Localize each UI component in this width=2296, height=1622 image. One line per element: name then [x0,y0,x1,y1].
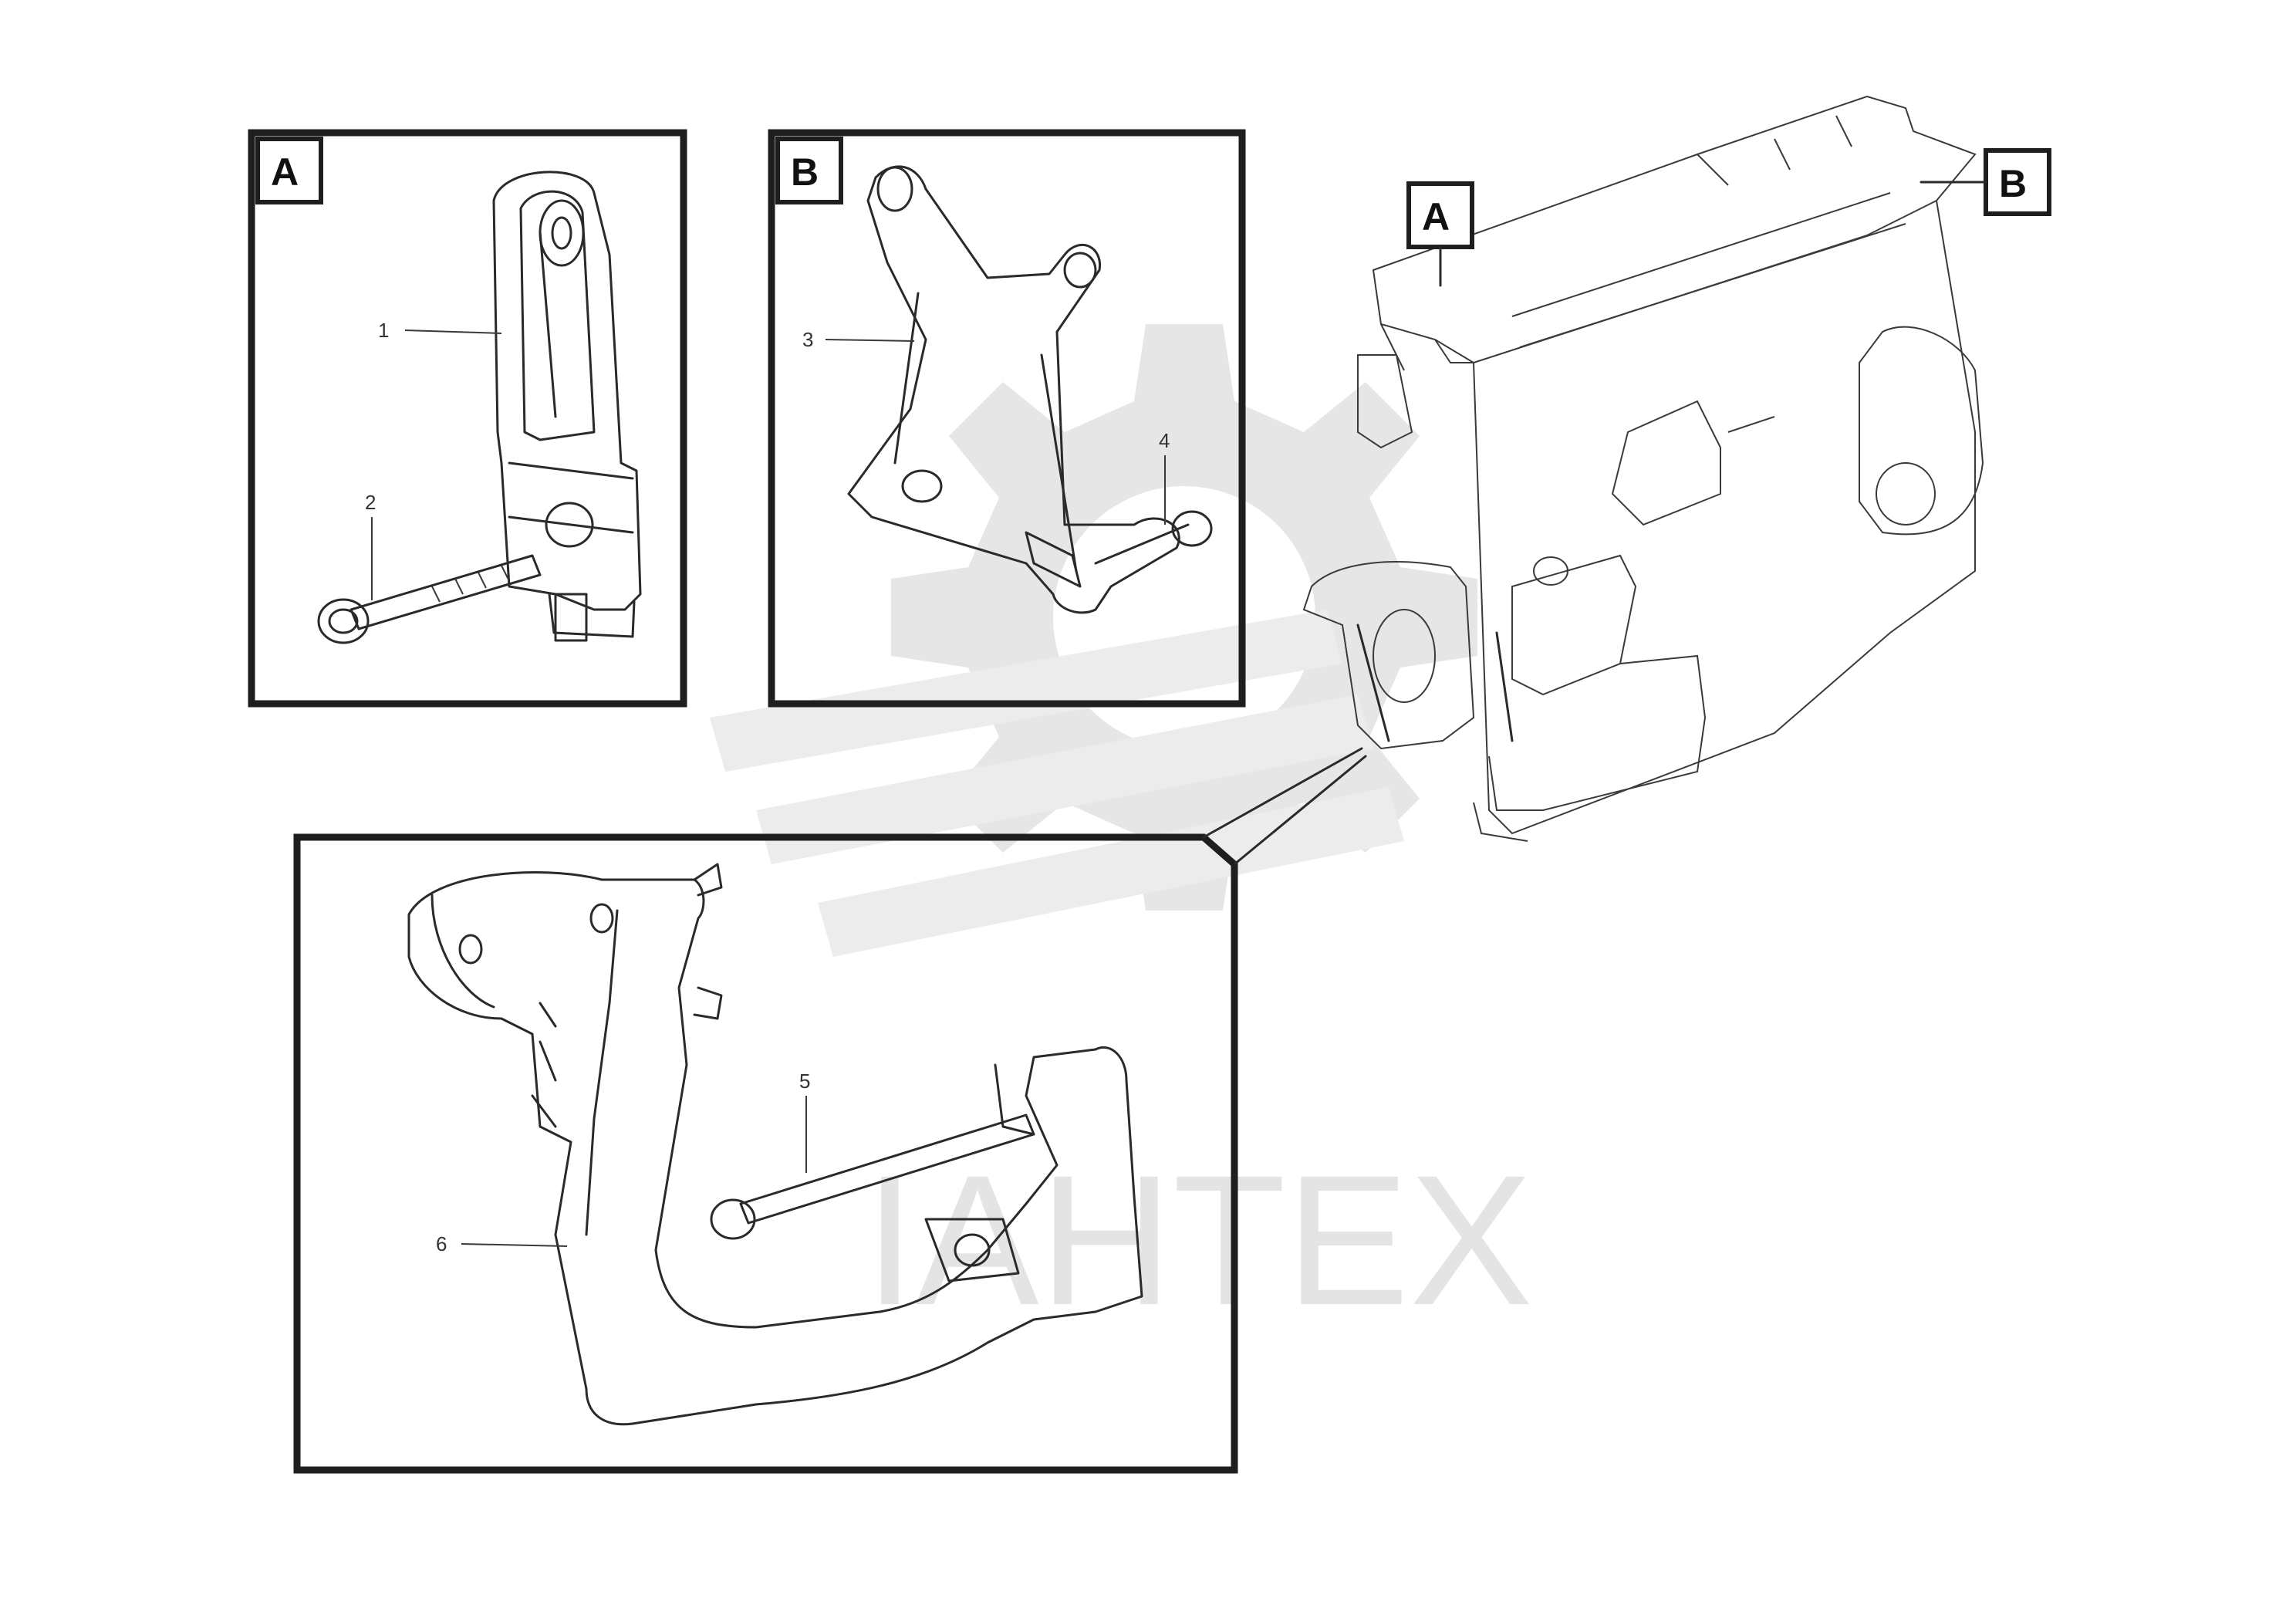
callout-1: 1 [378,319,502,342]
engine-illustration [1302,95,1984,842]
callout-2: 2 [365,491,376,600]
detail-b-tag: B [791,150,819,194]
engine-tag-b-box [1984,148,2051,216]
watermark: IAHTEX [710,324,1533,1343]
callout-2-label: 2 [365,491,376,514]
callout-3: 3 [802,328,915,351]
callout-5: 5 [799,1070,810,1173]
detail-panel-c: 5 6 [293,747,1367,1474]
detail-panel-a: A 1 2 [248,129,687,708]
callout-3-label: 3 [802,328,813,351]
detail-b-tag-box [775,137,843,204]
detail-a-tag-box [255,137,323,204]
callout-1-label: 1 [378,319,389,342]
connecting-rod-illustration [492,171,642,642]
callout-6: 6 [436,1232,568,1255]
detail-panel-b: B 3 4 [768,129,1246,708]
callout-4: 4 [1159,429,1170,525]
mount-bracket-illustration [407,863,1143,1426]
engine-assembly: A B [1302,95,2051,842]
long-bolt-illustration [710,1113,1035,1240]
engine-tag-b: B [1920,148,2051,216]
callout-4-label: 4 [1159,429,1170,452]
engine-tag-a-label: A [1422,195,1450,238]
engine-tag-a: A [1406,181,1474,287]
detail-a-tag: A [271,150,299,194]
callout-6-label: 6 [436,1232,447,1255]
engine-tag-b-label: B [1999,162,2027,205]
callout-5-label: 5 [799,1070,810,1093]
bracket-illustration [847,165,1213,614]
bolt-illustration [317,554,542,644]
watermark-text: IAHTEX [864,1137,1533,1343]
